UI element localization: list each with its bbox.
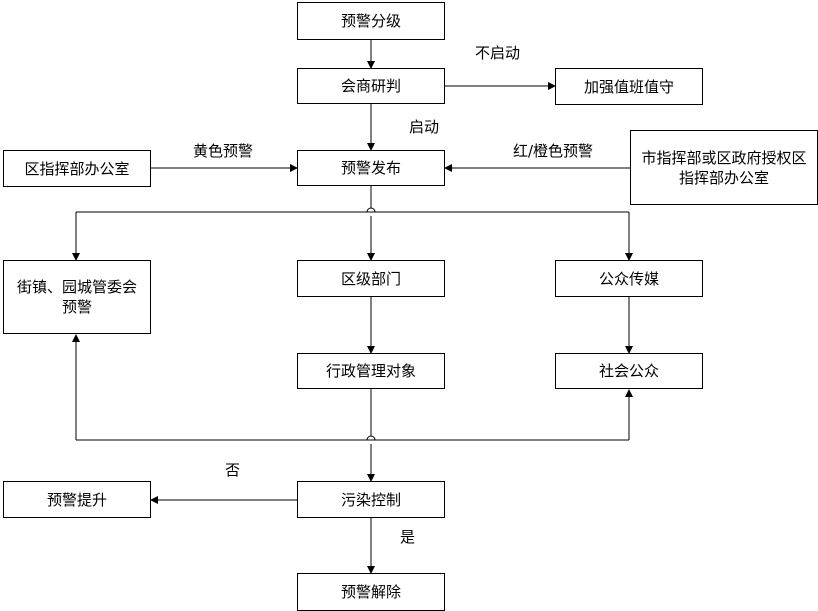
node-duty: 加强值班值守 [555, 68, 703, 105]
node-public: 社会公众 [555, 353, 703, 389]
label-red-orange-warning: 红/橙色预警 [513, 142, 594, 160]
node-media: 公众传媒 [555, 260, 703, 297]
connector-hop-top [366, 207, 376, 213]
node-pollution: 污染控制 [297, 481, 445, 518]
label-start: 启动 [409, 118, 440, 136]
label-yes: 是 [400, 528, 416, 546]
node-town: 街镇、园城管委会预警 [3, 260, 151, 334]
node-city-office: 市指挥部或区政府授权区指挥部办公室 [630, 130, 818, 205]
label-not-start: 不启动 [475, 44, 521, 62]
node-release: 预警发布 [297, 150, 445, 186]
label-no: 否 [225, 461, 241, 479]
node-upgrade: 预警提升 [3, 481, 151, 518]
node-grading: 预警分级 [297, 2, 445, 40]
label-yellow-warning: 黄色预警 [193, 142, 254, 160]
node-admin: 行政管理对象 [297, 353, 445, 389]
node-district-dept: 区级部门 [297, 260, 445, 297]
node-cancel: 预警解除 [297, 573, 445, 611]
node-consult: 会商研判 [297, 68, 445, 104]
connector-hop-bottom [366, 435, 376, 441]
node-district-office: 区指挥部办公室 [3, 150, 151, 187]
